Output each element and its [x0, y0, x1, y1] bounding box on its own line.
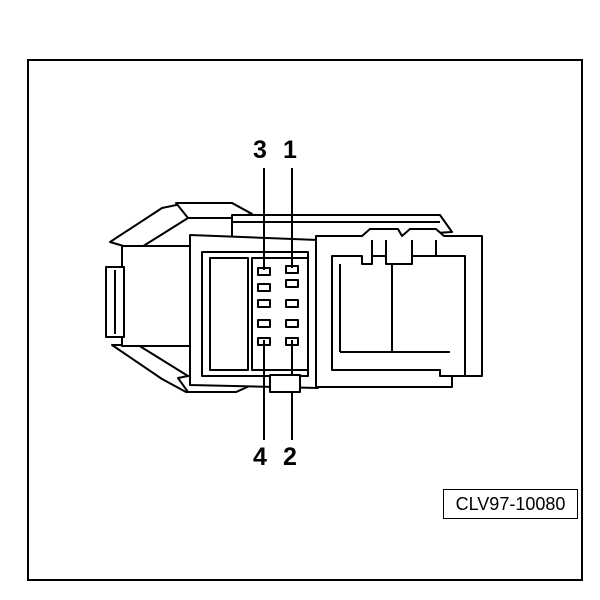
- bottom-tab: [269, 374, 301, 393]
- terminal-block: [189, 234, 319, 389]
- reference-code: CLV97-10080: [443, 489, 578, 519]
- pin-label-4: 4: [253, 443, 267, 471]
- pin-label-2: 2: [283, 443, 297, 471]
- front-lock-frame: [315, 228, 483, 388]
- pin-label-1: 1: [283, 136, 297, 164]
- figure-frame: [27, 59, 583, 581]
- pin-label-3: 3: [253, 136, 267, 164]
- rear-body: [105, 245, 193, 347]
